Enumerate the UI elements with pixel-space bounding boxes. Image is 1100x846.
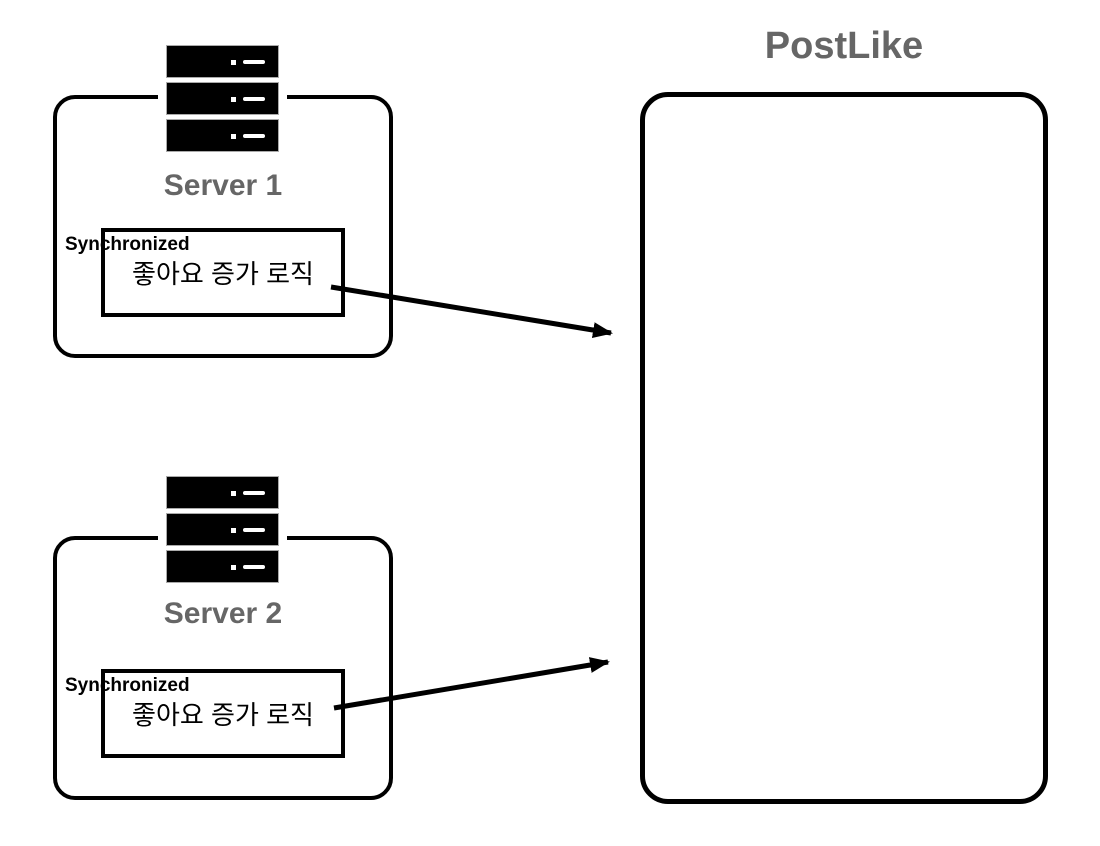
postlike-container xyxy=(640,92,1048,804)
server2-synchronized-label: Synchronized xyxy=(65,675,190,696)
server-rack-icon xyxy=(158,45,287,152)
server-led-icon xyxy=(231,97,236,102)
server-unit xyxy=(166,119,279,152)
server-slot-icon xyxy=(243,97,265,101)
server-slot-icon xyxy=(243,134,265,138)
server1-group: Server 1 좋아요 증가 로직 Synchronized xyxy=(53,45,393,358)
server-unit xyxy=(166,476,279,509)
server-led-icon xyxy=(231,565,236,570)
server-unit xyxy=(166,82,279,115)
server-led-icon xyxy=(231,60,236,65)
server-unit xyxy=(166,550,279,583)
server1-logic-label: 좋아요 증가 로직 xyxy=(132,259,314,289)
postlike-title: PostLike xyxy=(764,25,924,67)
server1-label: Server 1 xyxy=(163,169,283,202)
server-slot-icon xyxy=(243,565,265,569)
server1-synchronized-label: Synchronized xyxy=(65,234,190,255)
server-led-icon xyxy=(231,134,236,139)
server2-logic-label: 좋아요 증가 로직 xyxy=(132,700,314,730)
server1-sync-logic-box: 좋아요 증가 로직 xyxy=(101,228,345,317)
server-unit xyxy=(166,513,279,546)
server-led-icon xyxy=(231,528,236,533)
server-led-icon xyxy=(231,491,236,496)
server2-sync-logic-box: 좋아요 증가 로직 xyxy=(101,669,345,758)
server-slot-icon xyxy=(243,491,265,495)
server2-label: Server 2 xyxy=(163,597,283,630)
server-slot-icon xyxy=(243,60,265,64)
server2-group: Server 2 좋아요 증가 로직 Synchronized xyxy=(53,476,393,800)
server-slot-icon xyxy=(243,528,265,532)
server-rack-icon xyxy=(158,476,287,583)
server-unit xyxy=(166,45,279,78)
